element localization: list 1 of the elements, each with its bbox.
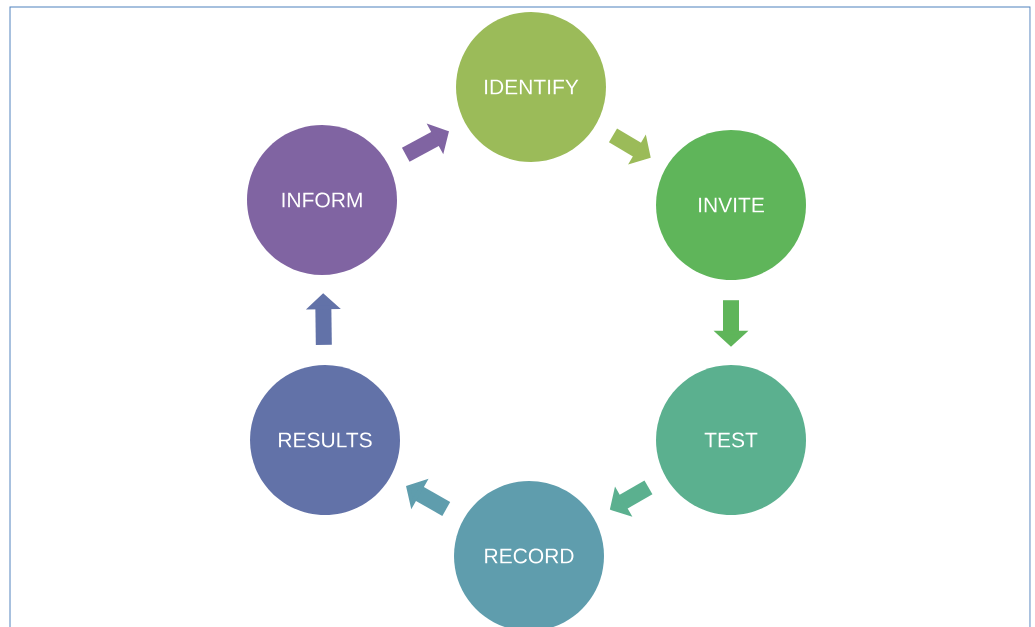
arrow	[401, 123, 449, 162]
